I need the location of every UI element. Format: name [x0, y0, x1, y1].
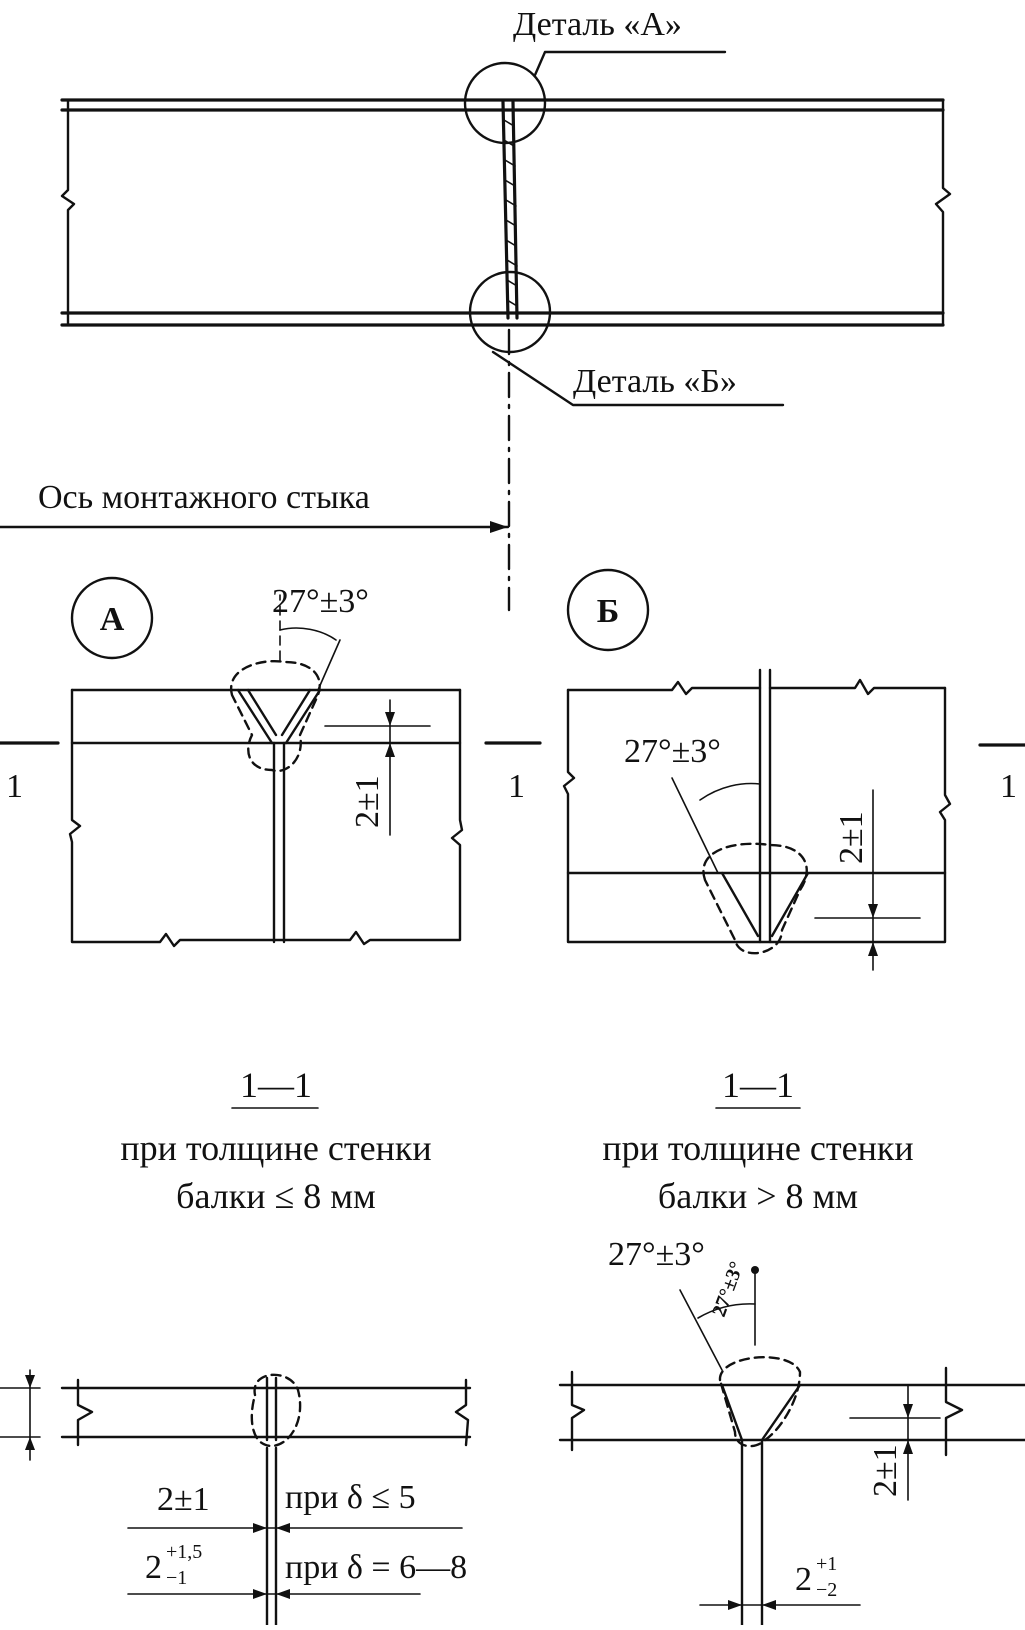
caption-thin-line2: балки ≤ 8 мм [176, 1176, 376, 1216]
a-section-marker-left: 1 [6, 768, 23, 805]
detail-a-leader [533, 50, 727, 77]
detail-a-circle [463, 61, 547, 145]
s1-gap-label-2-sub: −1 [166, 1567, 187, 1589]
s1-gap-label-1: 2±1 [157, 1481, 210, 1518]
caption-thin-line1: при толщине стенки [120, 1128, 431, 1168]
detail-a-label: Деталь «А» [513, 6, 682, 43]
b-dim-arrow1 [868, 904, 878, 918]
s2-weld-outline [718, 1356, 802, 1448]
detail-b-view [562, 568, 1025, 971]
s1-gap-dim1-arrow-l [253, 1523, 267, 1533]
s1-cond-le5: при δ ≤ 5 [285, 1479, 416, 1516]
detail-b-badge-label: Б [597, 593, 619, 630]
b-top-right [768, 678, 947, 696]
section-title-thick: 1—1 [722, 1065, 794, 1105]
detail-b-badge [566, 568, 650, 652]
detail-a-badge-label: А [100, 601, 125, 638]
s2-angle-label: 27°±3° [608, 1236, 705, 1273]
b-dim-arrow2 [868, 942, 878, 956]
s2-gap-arrow-r [762, 1600, 776, 1610]
section-title-thin: 1—1 [240, 1065, 312, 1105]
s2-gap-sup: +1 [816, 1553, 837, 1575]
s2-angle-dot [751, 1266, 759, 1274]
s1-gap-dim2-arrow-l [253, 1589, 267, 1599]
caption-thick-line2: балки > 8 мм [658, 1176, 858, 1216]
a-weld-outline [229, 660, 321, 773]
section-thin-wall [0, 1369, 472, 1627]
s1-weld-outline [250, 1373, 302, 1448]
s2-gap-main: 2 [795, 1561, 812, 1598]
beam-elevation [0, 50, 952, 612]
a-section-marker-right: 1 [508, 768, 525, 805]
s2-gap-sub: −2 [816, 1579, 837, 1601]
section-thick-wall [558, 1266, 1025, 1627]
b-top-left [566, 680, 762, 696]
a-angle-arc [279, 627, 337, 641]
s1-gap-label-2-main: 2 [145, 1549, 162, 1586]
s1-gap-dim1-arrow-r [276, 1523, 290, 1533]
b-v-groove [720, 871, 810, 938]
b-contour [562, 686, 952, 944]
a-gap-label: 2±1 [349, 775, 386, 828]
web-weld-left [501, 100, 510, 320]
s2-angle-ext [679, 1289, 723, 1371]
s1-thk-arrow2 [25, 1437, 35, 1450]
a-v-groove [236, 688, 322, 745]
a-contour [68, 688, 464, 948]
a-dim-arrow2 [385, 743, 395, 757]
joint-axis-arrowhead [490, 521, 508, 533]
detail-b-leader [491, 350, 785, 407]
b-weld-outline [702, 842, 808, 955]
caption-thick-line1: при толщине стенки [602, 1128, 913, 1168]
s2-dim-arrow2 [903, 1440, 913, 1454]
web-weld-right [511, 100, 519, 320]
joint-axis-label: Ось монтажного стыка [38, 479, 370, 516]
s2-gap-arrow-l [728, 1600, 742, 1610]
s1-gap-label-2-sup: +1,5 [166, 1541, 202, 1563]
s1-left-break [76, 1378, 94, 1447]
a-dim-arrow1 [385, 712, 395, 726]
b-angle-ext [671, 777, 719, 874]
a-angle-label: 27°±3° [272, 583, 369, 620]
s2-left-break [570, 1370, 586, 1452]
s2-angle-arc [697, 1303, 756, 1319]
left-break-line [60, 98, 76, 327]
a-v-groove-inner [246, 688, 312, 737]
a-angle-ext [317, 639, 341, 691]
s1-thk-arrow1 [25, 1375, 35, 1388]
detail-a-badge [70, 576, 154, 660]
s2-right-break [944, 1366, 964, 1457]
s1-cond-6-8: при δ = 6—8 [285, 1549, 467, 1586]
b-angle-arc [699, 782, 761, 801]
s1-right-break [454, 1378, 470, 1447]
s2-v-groove [720, 1383, 802, 1442]
s2-small-angle: 27°±3° [708, 1259, 748, 1320]
detail-a-view [0, 576, 542, 948]
s1-gap-dim2-arrow-r [276, 1589, 290, 1599]
s2-dim-arrow1 [903, 1404, 913, 1418]
b-gap-label: 2±1 [833, 811, 870, 864]
b-section-marker-right: 1 [1000, 768, 1017, 805]
s2-gap-label: 2±1 [867, 1444, 904, 1497]
detail-b-label: Деталь «Б» [573, 363, 737, 400]
right-break-line [934, 98, 952, 327]
b-angle-label: 27°±3° [624, 733, 721, 770]
